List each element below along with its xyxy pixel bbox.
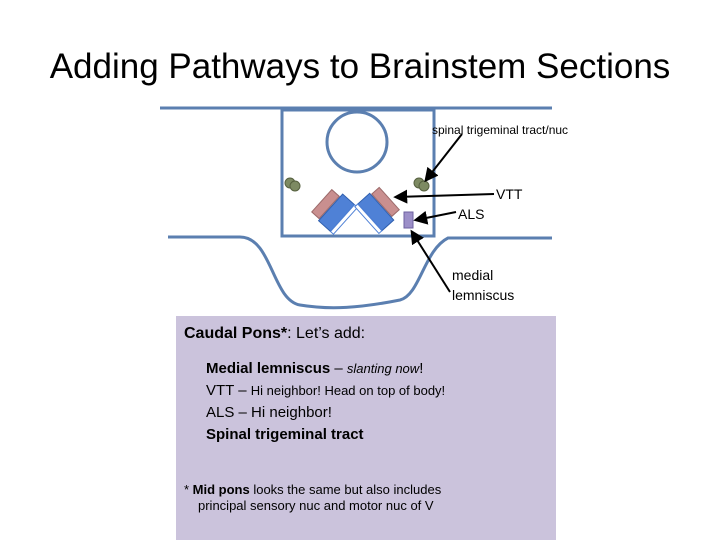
arrow-als <box>413 210 457 225</box>
item-note: Hi neighbor! Head on top of body! <box>250 383 446 398</box>
footnote-rest: looks the same but also includes <box>249 482 442 497</box>
arrow-vtt <box>393 189 495 204</box>
als-marker <box>403 211 414 229</box>
arrow-spinal-trigeminal <box>424 133 463 183</box>
right-tract-pair <box>354 186 400 235</box>
spinal-trigeminal-right <box>413 177 430 192</box>
list-item: VTT – Hi neighbor! Head on top of body! <box>206 380 548 402</box>
pathway-list: Medial lemniscus – slanting now! VTT – H… <box>206 358 548 446</box>
footnote-star: * <box>184 482 193 497</box>
item-end: ! <box>419 360 424 377</box>
item-rest: – Hi neighbor! <box>234 404 332 421</box>
label-medial-lemniscus: medial lemniscus <box>452 267 515 303</box>
item-bold: VTT <box>206 382 235 399</box>
item-note: slanting now <box>346 361 420 376</box>
box-heading-rest: : Let’s add: <box>287 325 366 342</box>
item-bold: Medial lemniscus <box>206 360 331 377</box>
label-spinal-trigeminal: spinal trigeminal tract/nuc <box>432 123 569 137</box>
item-bold: ALS <box>206 404 235 421</box>
left-tract-pair <box>311 188 359 235</box>
list-item: Spinal trigeminal tract <box>206 424 548 446</box>
footnote: * Mid pons looks the same but also inclu… <box>184 482 550 514</box>
box-heading-bold: Caudal Pons* <box>184 325 288 342</box>
item-rest: – <box>330 360 347 377</box>
pons-outline <box>168 235 552 310</box>
list-item: Medial lemniscus – slanting now! <box>206 358 548 380</box>
spinal-trigeminal-left <box>284 177 301 192</box>
item-rest: – <box>234 382 251 399</box>
arrow-medial-lemniscus <box>410 229 451 293</box>
box-heading: Caudal Pons*: Let’s add: <box>184 324 548 344</box>
label-vtt: VTT <box>496 186 523 202</box>
slide-title: Adding Pathways to Brainstem Sections <box>49 47 671 86</box>
footnote-bold: Mid pons <box>192 482 250 497</box>
list-item: ALS – Hi neighbor! <box>206 402 548 424</box>
item-bold: Spinal trigeminal tract <box>206 426 364 443</box>
info-box: Caudal Pons*: Let’s add: Medial lemniscu… <box>176 316 556 540</box>
label-als: ALS <box>458 206 485 222</box>
footnote-line2: principal sensory nuc and motor nuc of V <box>198 498 434 513</box>
ventricle-circle <box>325 110 389 174</box>
